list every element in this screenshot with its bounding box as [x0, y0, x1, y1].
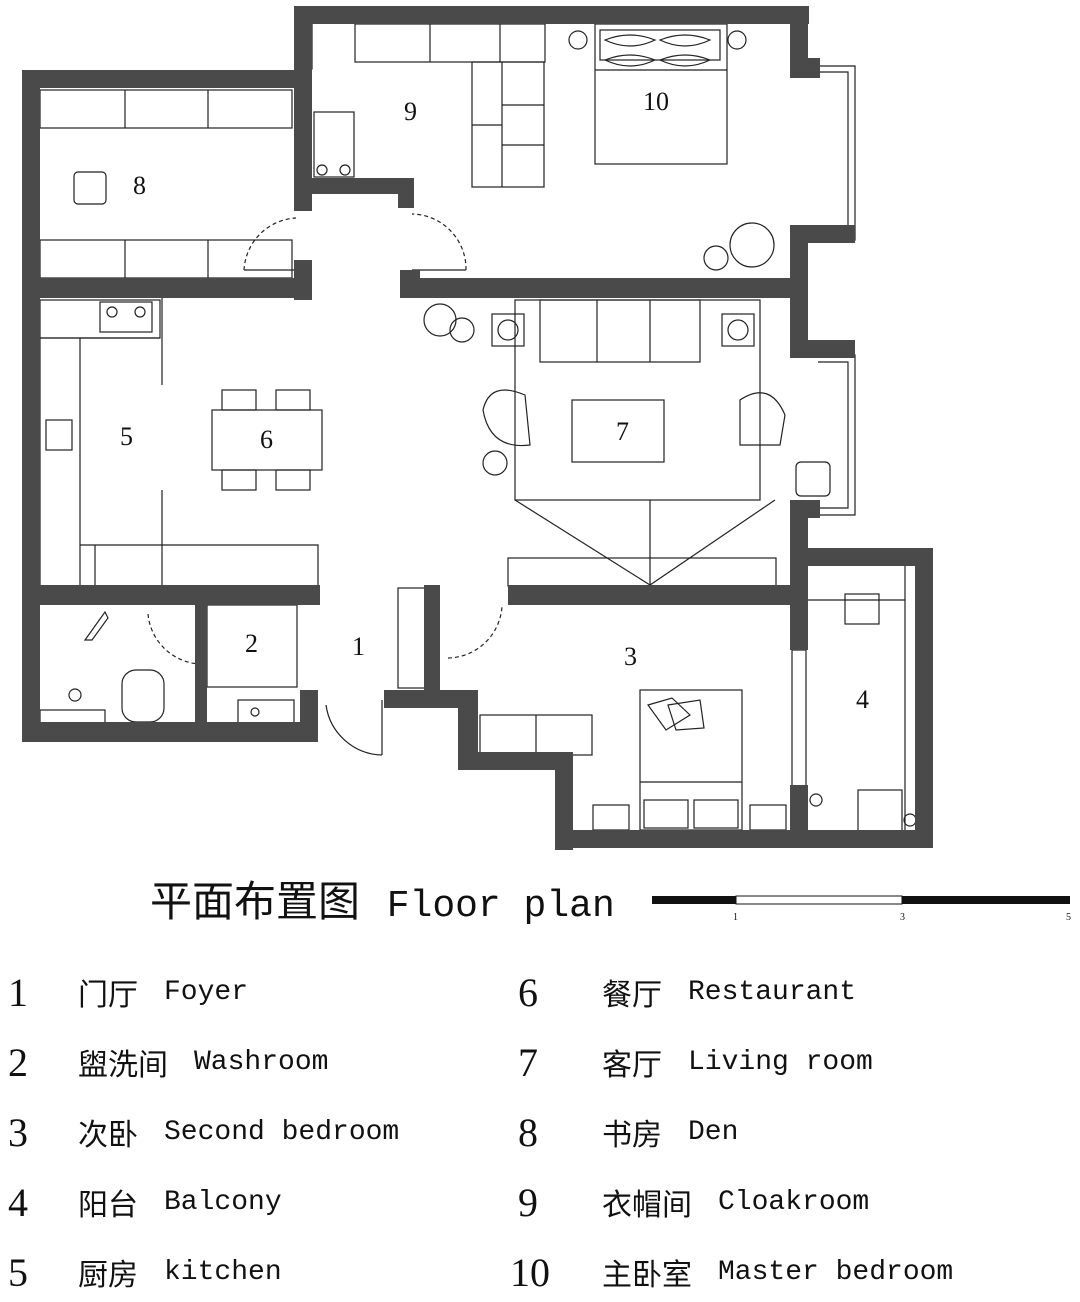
den-desk: [39, 239, 293, 279]
scale-tick-3: 3: [900, 912, 905, 923]
legend-en: Foyer: [164, 976, 249, 1008]
scale-bar: 1 3 5: [652, 895, 1071, 923]
legend-row: 5 厨房 kitchen: [8, 1242, 282, 1302]
room-label-6: 6: [260, 425, 273, 454]
walls: [22, 6, 933, 850]
legend-en: Balcony: [164, 1186, 282, 1218]
legend-cn: 衣帽间: [602, 1188, 692, 1223]
legend-row: 2 盥洗间 Washroom: [8, 1032, 328, 1092]
room-label-9: 9: [404, 97, 417, 126]
legend-num: 7: [518, 1039, 538, 1085]
den-chair: [73, 171, 107, 205]
floor-plan-drawing: 1 2 3 4 5 6 7 8 9 10: [22, 6, 933, 850]
legend-en: Master bedroom: [718, 1256, 954, 1288]
legend-row: 7 客厅 Living room: [518, 1032, 873, 1092]
legend-cn: 盥洗间: [78, 1048, 168, 1083]
dining-table: [211, 409, 323, 471]
legend-num: 10: [510, 1249, 550, 1295]
legend-row: 1 门厅 Foyer: [8, 962, 248, 1022]
room-label-8: 8: [133, 171, 146, 200]
room-label-2: 2: [245, 629, 258, 658]
room-label-10: 10: [643, 87, 669, 116]
plan-title-cn: 平面布置图: [150, 877, 361, 926]
legend-cn: 厨房: [78, 1258, 138, 1293]
room-label-1: 1: [352, 632, 365, 661]
room-label-7: 7: [616, 417, 629, 446]
legend-num: 1: [8, 969, 28, 1015]
scale-tick-1: 1: [733, 912, 738, 923]
legend-row: 10 主卧室 Master bedroom: [510, 1242, 953, 1302]
cloakroom-wardrobe: [354, 23, 546, 63]
legend-row: 9 衣帽间 Cloakroom: [518, 1172, 869, 1232]
legend-cn: 门厅: [78, 978, 138, 1013]
legend-num: 6: [518, 969, 538, 1015]
legend-row: 6 餐厅 Restaurant: [518, 962, 856, 1022]
legend-num: 5: [8, 1249, 28, 1295]
legend-en: Living room: [688, 1046, 873, 1078]
legend-cn: 客厅: [602, 1048, 662, 1083]
shoe-cabinet: [397, 587, 427, 689]
legend-num: 9: [518, 1179, 538, 1225]
legend-row: 3 次卧 Second bedroom: [8, 1102, 399, 1162]
legend-en: kitchen: [164, 1256, 282, 1288]
room-label-5: 5: [120, 422, 133, 451]
legend-num: 4: [8, 1179, 28, 1225]
legend-en: Den: [688, 1116, 739, 1148]
legend-cn: 次卧: [78, 1118, 138, 1153]
legend-cn: 主卧室: [602, 1258, 692, 1293]
scale-tick-5: 5: [1066, 912, 1071, 923]
legend-cn: 书房: [602, 1118, 662, 1153]
living-sofa: [539, 299, 701, 363]
plan-title: 平面布置图 Floor plan: [150, 868, 615, 929]
legend-cn: 餐厅: [602, 978, 662, 1013]
legend-num: 8: [518, 1109, 538, 1155]
tv-cabinet: [507, 557, 777, 587]
room-label-4: 4: [856, 685, 869, 714]
legend-row: 8 书房 Den: [518, 1102, 738, 1162]
room-legend: 1 门厅 Foyer 2 盥洗间 Washroom 3 次卧 Second be…: [0, 960, 1080, 1295]
legend-num: 3: [8, 1109, 28, 1155]
den-shelf: [39, 89, 293, 129]
legend-en: Cloakroom: [718, 1186, 870, 1218]
legend-row: 4 阳台 Balcony: [8, 1172, 282, 1232]
second-bed: [639, 689, 743, 831]
legend-en: Second bedroom: [164, 1116, 400, 1148]
legend-cn: 阳台: [78, 1188, 138, 1223]
plan-title-en: Floor plan: [386, 885, 615, 928]
legend-en: Restaurant: [688, 976, 857, 1008]
legend-num: 2: [8, 1039, 28, 1085]
coffee-table: [571, 399, 665, 463]
room-label-3: 3: [624, 642, 637, 671]
legend-en: Washroom: [194, 1046, 329, 1078]
